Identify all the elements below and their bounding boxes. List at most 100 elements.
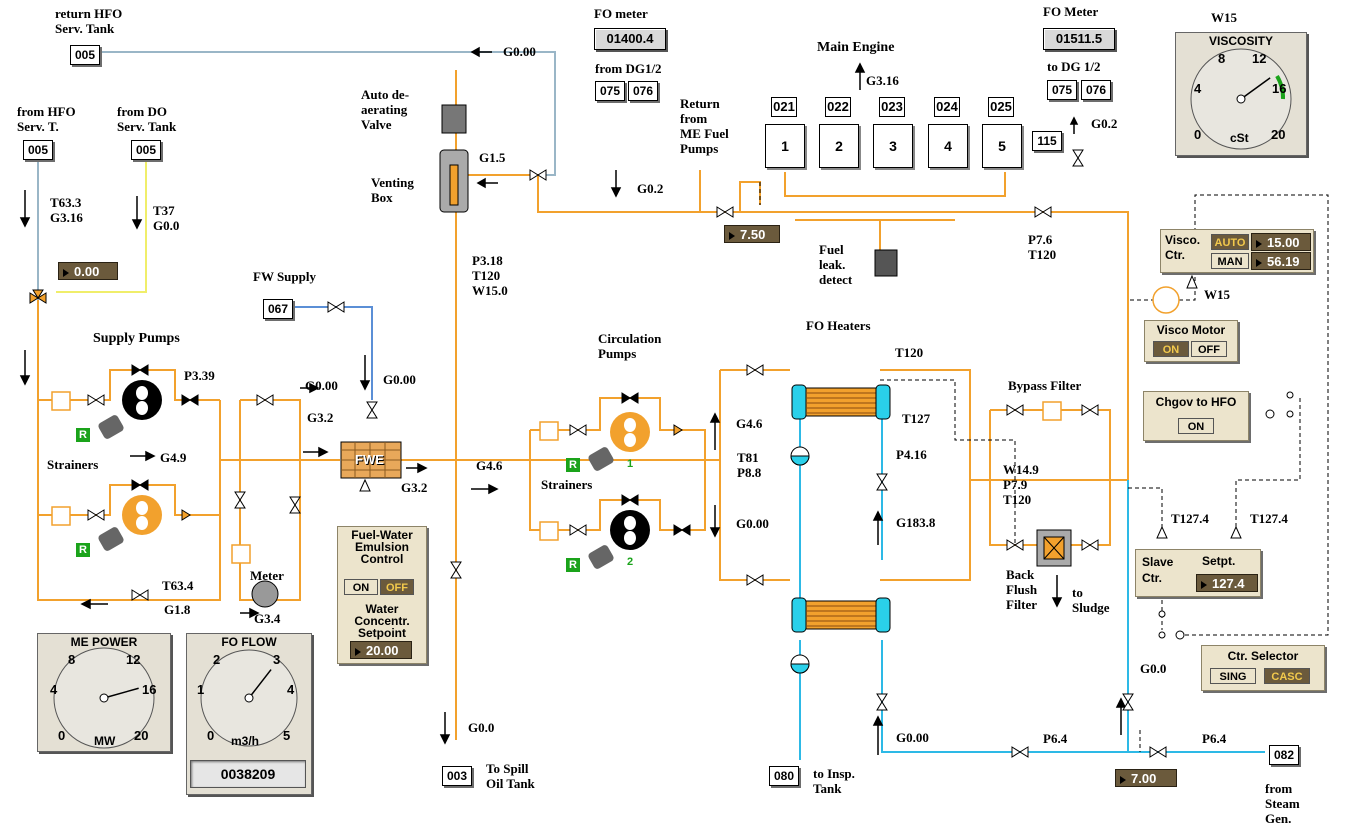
visco-motor-symbol <box>1152 286 1180 314</box>
venting-box-level <box>449 164 459 206</box>
me-return-value-box[interactable]: 7.50 <box>724 225 780 243</box>
p76-label: P7.6 T120 <box>1028 232 1057 262</box>
supply-pump-1-run-button[interactable]: R <box>76 428 90 442</box>
to-dg-label: to DG 1/2 <box>1047 59 1101 74</box>
steam-traps <box>790 446 810 674</box>
supply-pumps-label: Supply Pumps <box>93 331 180 346</box>
g000-f-label: G0.00 <box>896 730 929 745</box>
visc-tick-16: 16 <box>1272 81 1287 96</box>
from-do-tag[interactable]: 005 <box>131 140 161 160</box>
cylinder-tag-3[interactable]: 023 <box>879 97 905 117</box>
visc-tick-20: 20 <box>1271 127 1286 142</box>
fo-tick-5: 5 <box>283 728 291 743</box>
cylinder-3[interactable]: 3 <box>873 124 913 168</box>
chgov-title: Chgov to HFO <box>1155 395 1237 409</box>
steam-gen-tag[interactable]: 082 <box>1269 745 1299 765</box>
viscosity-needle <box>1240 77 1271 100</box>
fo-flow-needle <box>248 669 272 699</box>
t1274a-label: T127.4 <box>1171 511 1209 526</box>
chgov-on-button[interactable]: ON <box>1178 418 1214 434</box>
flow-arrows <box>19 46 1127 755</box>
circ-pump-1-number: 1 <box>627 458 634 470</box>
p64a-label: P6.4 <box>1043 731 1068 746</box>
visc-tick-4: 4 <box>1194 81 1202 96</box>
meter-label: Meter <box>250 568 284 583</box>
cylinder-5[interactable]: 5 <box>982 124 1022 168</box>
from-do-label: from DO Serv. Tank <box>117 104 177 134</box>
me-tick-20: 20 <box>134 728 149 743</box>
g000-d-label: G0.0 <box>468 720 495 735</box>
return-hfo-tag[interactable]: 005 <box>70 45 100 65</box>
g15-label: G1.5 <box>479 150 506 165</box>
from-hfo-tag[interactable]: 005 <box>23 140 53 160</box>
cylinder-tag-2[interactable]: 022 <box>825 97 851 117</box>
visco-auto-value[interactable]: 15.00 <box>1251 233 1311 251</box>
from-steam-label: from Steam Gen. <box>1265 781 1300 826</box>
visc-tick-0: 0 <box>1194 127 1202 142</box>
to-dg-tag-b[interactable]: 076 <box>1081 80 1111 100</box>
bypass-filter-label: Bypass Filter <box>1008 378 1082 393</box>
cylinder-4[interactable]: 4 <box>928 124 968 168</box>
slave-ctr-title: Slave Ctr. <box>1142 555 1174 585</box>
g02-a-label: G0.2 <box>637 181 664 196</box>
to-dg-tag-a[interactable]: 075 <box>1047 80 1077 100</box>
do-value-box[interactable]: 0.00 <box>58 262 118 280</box>
ctr-sing-button[interactable]: SING <box>1210 668 1256 684</box>
circ-pump-2-number: 2 <box>627 556 634 568</box>
play-icon <box>1256 239 1262 248</box>
fwe-setpoint-label: Water Concentr. Setpoint <box>354 602 410 640</box>
cylinder-1[interactable]: 1 <box>765 124 805 168</box>
strainers-b-label: Strainers <box>541 477 593 492</box>
steam-value-box[interactable]: 7.00 <box>1115 769 1177 787</box>
pressure-tag-115[interactable]: 115 <box>1032 131 1062 151</box>
g000-c-label: G0.00 <box>736 516 769 531</box>
ctr-selector-title: Ctr. Selector <box>1227 649 1299 663</box>
main-engine-label: Main Engine <box>817 40 895 55</box>
visco-controller-panel: Visco. Ctr. AUTO MAN 15.00 56.19 <box>1160 229 1314 273</box>
cylinder-tag-1[interactable]: 021 <box>771 97 797 117</box>
g000-top-label: G0.00 <box>503 44 536 59</box>
circ-pump-1-run-button[interactable]: R <box>566 458 580 472</box>
visco-motor-on-button[interactable]: ON <box>1153 341 1189 357</box>
visco-man-button[interactable]: MAN <box>1211 253 1249 269</box>
t634-label: T63.4 <box>162 578 194 593</box>
circulation-pump-1 <box>588 412 650 471</box>
me-power-title: ME POWER <box>70 635 138 649</box>
visco-auto-button[interactable]: AUTO <box>1211 234 1249 250</box>
ctr-casc-button[interactable]: CASC <box>1264 668 1310 684</box>
cylinder-tag-4[interactable]: 024 <box>934 97 960 117</box>
fo-tick-1: 1 <box>197 682 205 697</box>
cylinder-tag-5[interactable]: 025 <box>988 97 1014 117</box>
water-concentration-setpoint[interactable]: 20.00 <box>350 641 412 659</box>
do-supply-line <box>56 160 147 293</box>
me-power-unit: MW <box>94 734 116 748</box>
me-tick-0: 0 <box>58 728 66 743</box>
dg-tag-a[interactable]: 075 <box>595 81 625 101</box>
fwe-off-button[interactable]: OFF <box>380 579 414 595</box>
fo-tick-2: 2 <box>213 652 221 667</box>
circ-pump-2-run-button[interactable]: R <box>566 558 580 572</box>
fo-heaters-label: FO Heaters <box>806 318 871 333</box>
fwe-on-button[interactable]: ON <box>344 579 378 595</box>
chgov-panel: Chgov to HFO ON <box>1143 391 1249 441</box>
supply-pump-2-run-button[interactable]: R <box>76 543 90 557</box>
cylinder-2[interactable]: 2 <box>819 124 859 168</box>
slave-setpoint-value[interactable]: 127.4 <box>1196 574 1258 592</box>
spill-tank-tag[interactable]: 003 <box>442 766 472 786</box>
t81-label: T81 P8.8 <box>737 450 762 480</box>
t120-top-label: T120 <box>895 345 924 360</box>
dg-tag-b[interactable]: 076 <box>628 81 658 101</box>
return-hfo-label: return HFO Serv. Tank <box>55 6 123 36</box>
insp-tank-tag[interactable]: 080 <box>769 766 799 786</box>
g1838-label: G183.8 <box>896 515 936 530</box>
circ-pumps-label: Circulation Pumps <box>598 331 662 361</box>
viscosity-gauge-title: VISCOSITY <box>1208 34 1273 48</box>
visco-man-value[interactable]: 56.19 <box>1251 252 1311 270</box>
visco-motor-off-button[interactable]: OFF <box>1191 341 1227 357</box>
fw-supply-tag[interactable]: 067 <box>263 299 293 319</box>
g34-label: G3.4 <box>254 611 281 626</box>
setpt-label: Setpt. <box>1202 554 1236 568</box>
play-icon <box>1201 580 1207 589</box>
fo-flow-gauge: FO FLOW 0 1 2 3 4 5 m3/h 0038209 <box>186 633 312 795</box>
g46a-label: G4.6 <box>736 416 763 431</box>
